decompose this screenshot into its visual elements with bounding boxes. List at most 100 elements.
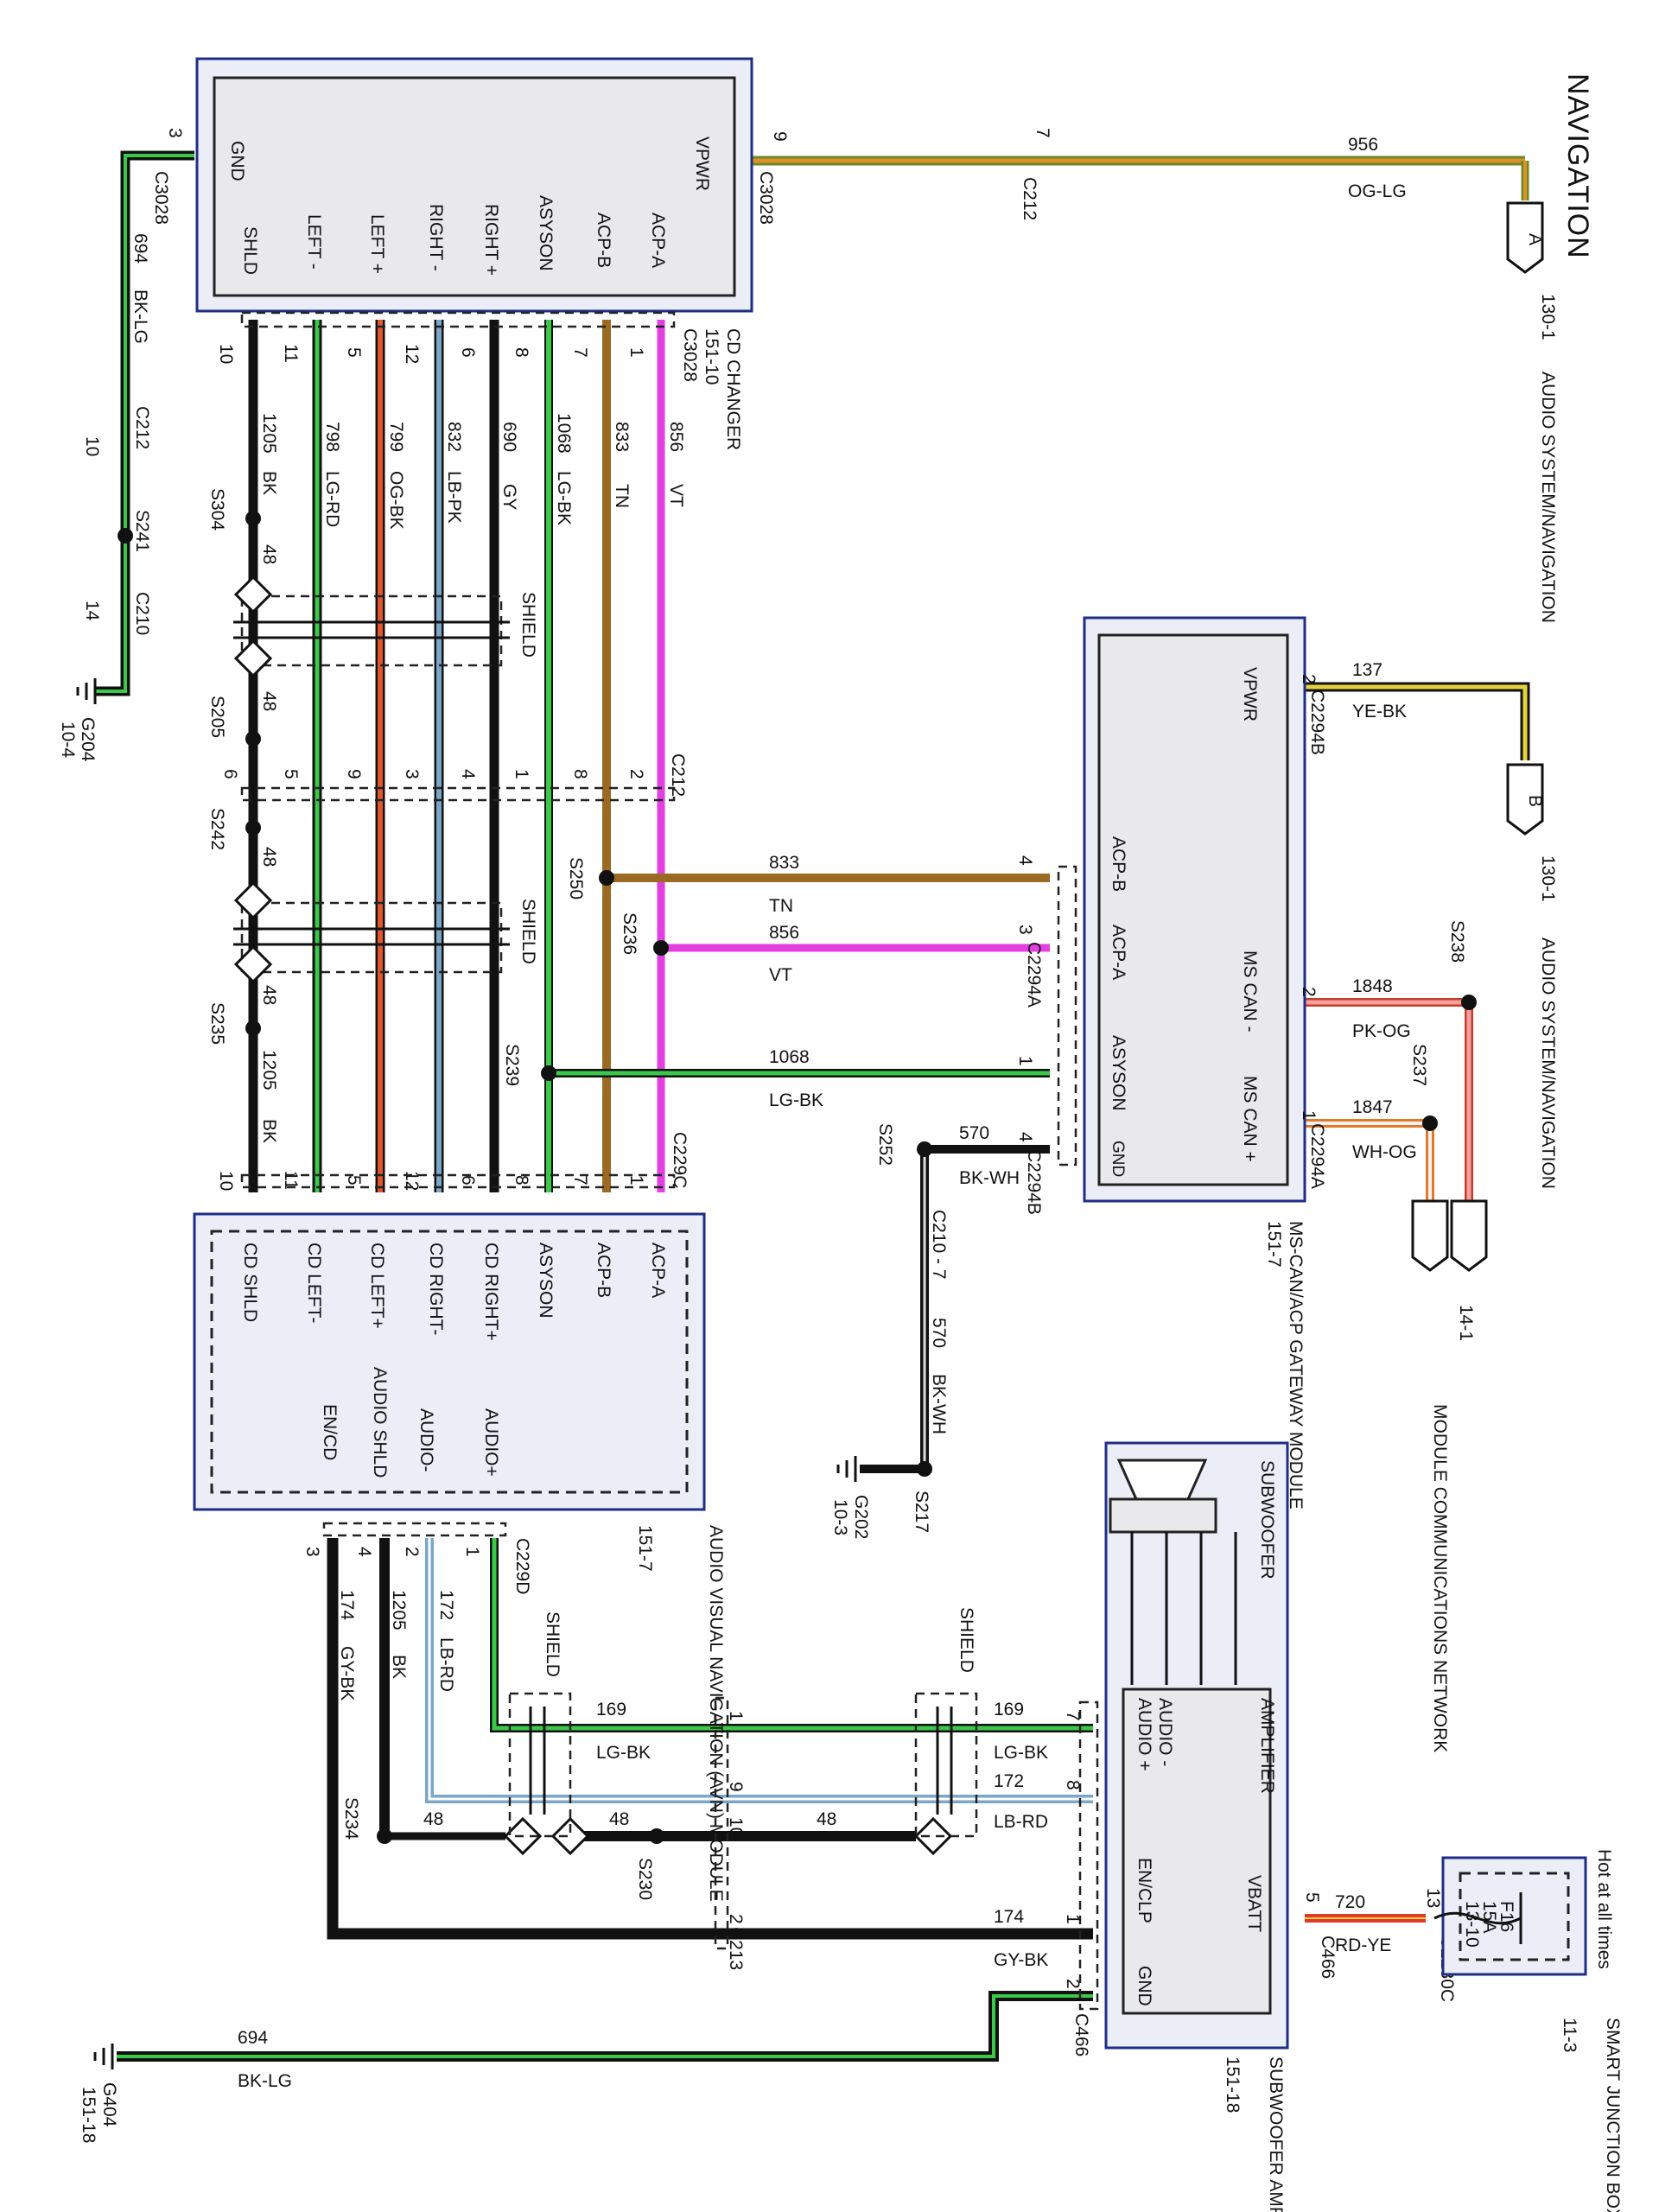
g204-ref: 10-4 (58, 721, 78, 758)
ground-g204: G204 10-4 (58, 678, 98, 762)
w48-b: 48 (609, 1809, 629, 1829)
gw-pin-mscan-minus: MS CAN - (1240, 950, 1260, 1033)
s242-label: S242 (207, 808, 227, 850)
link-b-desc: AUDIO SYSTEM/NAVIGATION (1538, 938, 1558, 1189)
w1205-mid-color: BK (259, 1119, 279, 1143)
c213-pin-2: 2 (726, 1914, 746, 1924)
avn-pin-audio-minus: AUDIO- (416, 1408, 436, 1472)
w172-h-color: LB-RD (994, 1812, 1048, 1832)
w172-v-color: LB-RD (436, 1637, 456, 1692)
gw-pin-4-bot: 4 (1015, 1132, 1035, 1142)
c229d-pin-2: 2 (402, 1547, 422, 1557)
c229c-pin-11: 11 (281, 1171, 301, 1190)
c212-left: C212 (132, 406, 152, 449)
gw-pin-1-can: 1 (1299, 1110, 1319, 1121)
cd-pin-vpwr: VPWR (692, 137, 712, 191)
w720: 720 (1335, 1892, 1365, 1912)
c213-label: C213 (726, 1927, 746, 1970)
wires (95, 150, 1530, 2062)
amplifier-body (1122, 1688, 1272, 2015)
c210-7-label: C210 - 7 (929, 1210, 949, 1280)
g204-id: G204 (78, 717, 98, 762)
w1848: 1848 (1352, 976, 1393, 996)
w1205-top: 1205 (259, 413, 279, 454)
c2294a-label: C2294A (1024, 942, 1044, 1007)
cd-pin-left-minus: LEFT - (304, 214, 324, 270)
cd-pin-num-10: 10 (216, 344, 236, 364)
w799: 799 (386, 422, 406, 452)
subwoofer-name: SUBWOOFER AMPLIFIER (1266, 2056, 1286, 2212)
cd-pin-num-5: 5 (344, 347, 364, 358)
w169-a: 169 (596, 1700, 626, 1719)
s217-label: S217 (912, 1491, 931, 1533)
c213-pin-1: 1 (726, 1711, 746, 1721)
ground-g404: G404 151-18 (79, 2044, 119, 2143)
g404-ref: 151-18 (79, 2087, 99, 2143)
cd-pin-right-minus: RIGHT - (426, 204, 446, 271)
cd-changer-connector: C3028 (680, 328, 700, 382)
c210-label: C210 (132, 592, 152, 635)
s237-label: S237 (1409, 1044, 1429, 1086)
w1068-top-color: LG-BK (554, 471, 574, 525)
w856-right: 856 (769, 923, 799, 943)
w1205-mid: 1205 (259, 1050, 279, 1090)
subwoofer-amplifier: SUBWOOFER AMPLIFIER AUDIO + AUDIO - EN/C… (1078, 1441, 1289, 2212)
shield-bottom-1 (508, 1692, 572, 1838)
avn-pin-cd-shld: CD SHLD (240, 1243, 260, 1322)
w172-v: 172 (436, 1590, 456, 1620)
w956-color: OG-LG (1348, 181, 1407, 201)
sub-pin-7: 7 (1063, 1711, 1083, 1721)
page-title: NAVIGATION (1561, 73, 1594, 259)
cd-pin-acp-b: ACP-B (594, 213, 613, 268)
sub-pin-gnd: GND (1135, 1966, 1154, 2006)
w694-bottom-color: BK-LG (238, 2071, 292, 2091)
shield-mid (233, 901, 510, 974)
w690-color: GY (499, 484, 519, 510)
c466-pin-5: 5 (1302, 1892, 1322, 1903)
pin-9-vpwr: 9 (770, 131, 790, 142)
ref-link-mcn: 14-1 MODULE COMMUNICATIONS NETWORK (1411, 1199, 1488, 1752)
cd-changer-body (213, 76, 736, 297)
sub-pin-2: 2 (1063, 1979, 1083, 1989)
c229c-pin-5: 5 (344, 1175, 364, 1185)
shield-b2-label: SHIELD (957, 1607, 976, 1673)
g404-id: G404 (99, 2082, 119, 2127)
sjb-fuse-ref: 13-10 (1462, 1901, 1482, 1948)
w570-v-color: BK-WH (929, 1374, 949, 1434)
avn-body (210, 1230, 689, 1494)
w833-right: 833 (769, 853, 799, 873)
speaker-cone-icon (1116, 1459, 1208, 1501)
sub-pin-en-clp: EN/CLP (1135, 1858, 1154, 1923)
c229c-label: C229C (670, 1132, 690, 1188)
cd-pin-shld: SHLD (240, 226, 260, 275)
link-a-arrow-icon (1506, 201, 1544, 274)
s235-label: S235 (207, 1002, 227, 1045)
ground-g204-icon (76, 678, 97, 704)
sjb-name: SMART JUNCTION BOX (SJB) (1603, 2018, 1623, 2212)
w1205-v: 1205 (389, 1590, 409, 1630)
w720-color: RD-YE (1335, 1936, 1391, 1955)
c212-pin-4: 4 (458, 769, 478, 779)
w690: 690 (499, 422, 519, 452)
gateway-body (1097, 633, 1289, 1186)
w1205-v-color: BK (389, 1655, 409, 1679)
diamond-terminals (233, 575, 953, 1856)
s241-label: S241 (132, 510, 152, 552)
gw-pin-2-top: 2 (1299, 674, 1319, 684)
w856-top-color: VT (666, 484, 686, 507)
avn-module: CD SHLD CD LEFT- CD LEFT+ CD RIGHT- CD R… (193, 1212, 726, 1902)
avn-pin-audio-shld: AUDIO SHLD (370, 1367, 390, 1478)
gw-pin-vpwr: VPWR (1240, 667, 1260, 721)
link-a-desc: AUDIO SYSTEM/NAVIGATION (1538, 372, 1558, 623)
w1847: 1847 (1352, 1097, 1393, 1117)
gw-pin-4-top: 4 (1015, 855, 1035, 866)
w174-h: 174 (994, 1907, 1024, 1927)
c212-right: C212 (668, 753, 688, 797)
gw-pin-2-can: 2 (1299, 987, 1319, 997)
c229c-pin-6: 6 (458, 1175, 478, 1185)
s250-label: S250 (566, 857, 586, 899)
s234-label: S234 (341, 1797, 361, 1840)
c229d-pin-4: 4 (354, 1547, 374, 1557)
cd-changer-ref: 151-10 (702, 328, 721, 385)
avn-pin-cd-left-minus: CD LEFT- (304, 1243, 324, 1323)
